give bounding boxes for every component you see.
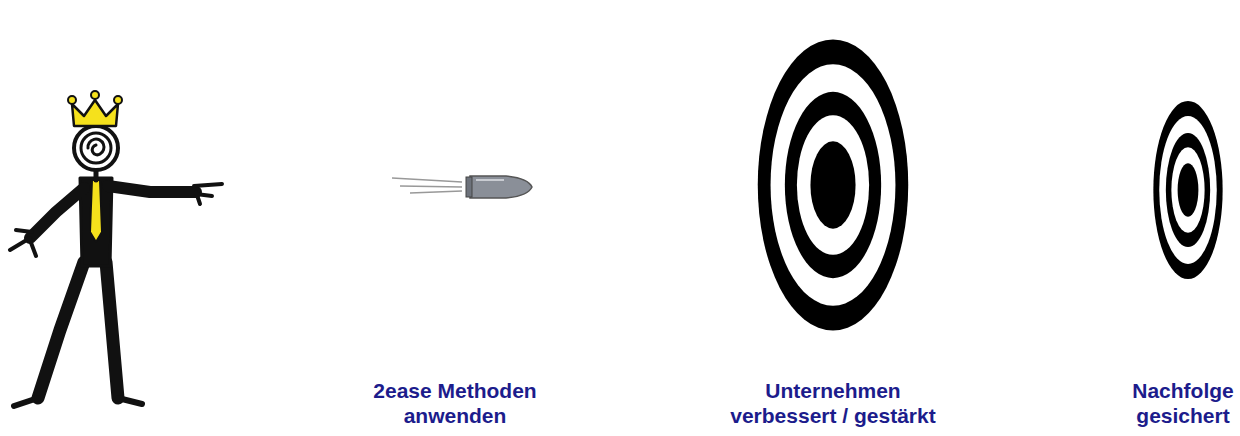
- target-node: Nachfolge gesichert: [1153, 100, 1223, 280]
- bullet: [392, 176, 532, 198]
- target-caption: Unternehmen verbessert / gestärkt: [719, 378, 947, 428]
- king-figure: [10, 91, 222, 406]
- target-ring: [1166, 133, 1210, 247]
- target-ring: [1159, 116, 1217, 264]
- target-ring: [1171, 147, 1204, 233]
- target-ring: [758, 39, 908, 330]
- target-ring: [810, 141, 855, 228]
- target-node: Unternehmen verbessert / gestärkt: [757, 38, 909, 332]
- target-ring: [797, 115, 869, 255]
- target-shape: [1153, 100, 1223, 280]
- target-ring: [1178, 163, 1199, 216]
- target-caption: Nachfolge gesichert: [1118, 378, 1240, 428]
- target-ring: [785, 92, 881, 278]
- target-shape: [757, 38, 909, 332]
- step-label: 2ease Methoden anwenden: [360, 378, 550, 428]
- target-ring: [1153, 101, 1222, 279]
- target-ring: [771, 64, 896, 306]
